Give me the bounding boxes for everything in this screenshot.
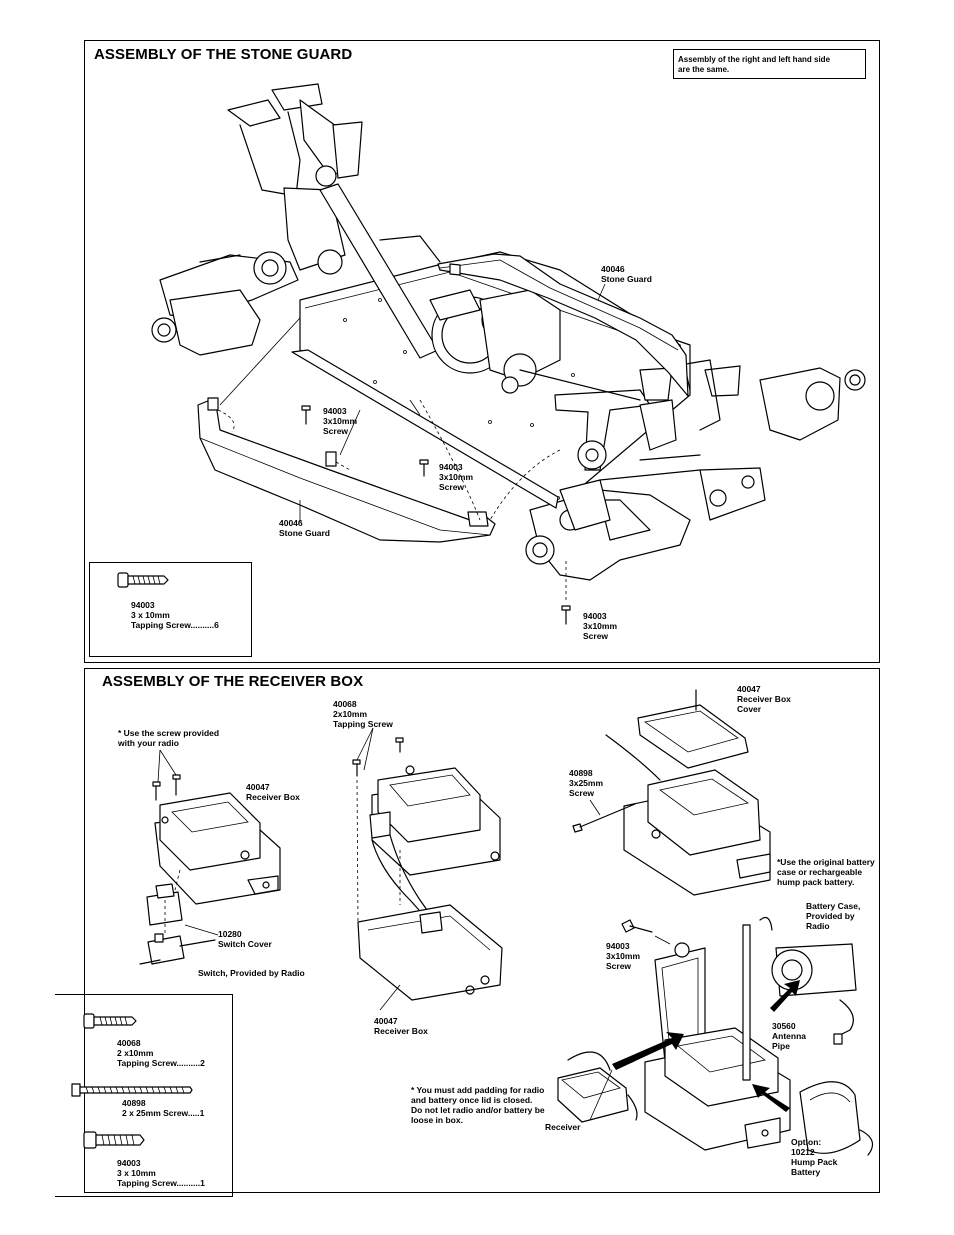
label-screw-25: 40898 3x25mm Screw <box>569 768 604 798</box>
label-screw-c: 94003 3x10mm Screw <box>583 611 618 641</box>
label-antenna: 30560 Antenna Pipe <box>772 1021 806 1051</box>
label-screw-94003: 94003 3x10mm Screw <box>606 941 641 971</box>
label-battery-case: Battery Case, Provided by Radio <box>806 901 861 931</box>
receiver-box-step4 <box>557 917 874 1156</box>
label-stone-guard-bottom: 40046 Stone Guard <box>279 518 331 538</box>
label-stone-guard-top: 40046 Stone Guard <box>601 264 653 284</box>
receiver-box-step3 <box>572 689 771 896</box>
parts-item-40898: 40898 2 x 25mm Screw.....1 <box>122 1098 205 1118</box>
label-padding: * You must add padding for radio and bat… <box>411 1085 545 1125</box>
label-switch-cover: 10280 Switch Cover <box>218 929 272 949</box>
label-use-battery: *Use the original battery case or rechar… <box>777 857 875 887</box>
label-box-cover: 40047 Receiver Box Cover <box>737 684 791 714</box>
receiver-parts-box-screws <box>71 1013 193 1149</box>
symmetry-note: Assembly of the right and left hand side… <box>678 55 831 74</box>
label-screw-b: 94003 3x10mm Screw <box>439 462 474 492</box>
label-screw-a: 94003 3x10mm Screw <box>323 406 358 436</box>
stone-guard-parts-box: 94003 3 x 10mm Tapping Screw..........6 <box>89 562 252 657</box>
receiver-box-panel <box>84 668 880 1193</box>
label-receiver-box-1: 40047 Receiver Box <box>246 782 300 802</box>
receiver-parts-box <box>55 994 233 1197</box>
stone-guard-panel <box>84 40 880 663</box>
label-use-screw: * Use the screw provided with your radio <box>118 728 220 748</box>
parts-item-40068: 40068 2 x10mm Tapping Screw..........2 <box>117 1038 205 1068</box>
stone-guard-title: ASSEMBLY OF THE STONE GUARD <box>94 46 353 63</box>
stone-guard-lower <box>197 317 561 543</box>
chassis-drawing <box>151 83 866 581</box>
label-switch-radio: Switch, Provided by Radio <box>198 968 305 978</box>
parts-box-screw-icon <box>117 572 169 588</box>
stone-guard-screws <box>301 405 571 625</box>
label-tapping-screw: 40068 2x10mm Tapping Screw <box>333 699 393 729</box>
label-receiver-box-2: 40047 Receiver Box <box>374 1016 428 1036</box>
label-receiver: Receiver <box>545 1122 581 1132</box>
receiver-box-title: ASSEMBLY OF THE RECEIVER BOX <box>102 673 364 690</box>
label-option: Option: 10212 Hump Pack Battery <box>791 1137 838 1177</box>
symmetry-note-box: Assembly of the right and left hand side… <box>673 49 866 79</box>
parts-item-94003: 94003 3 x 10mm Tapping Screw..........1 <box>117 1158 205 1188</box>
receiver-box-step1 <box>139 749 281 965</box>
stone-guard-upper <box>437 253 689 397</box>
receiver-box-step2 <box>352 727 503 1011</box>
stone-guard-parts-label: 94003 3 x 10mm Tapping Screw..........6 <box>131 600 219 630</box>
